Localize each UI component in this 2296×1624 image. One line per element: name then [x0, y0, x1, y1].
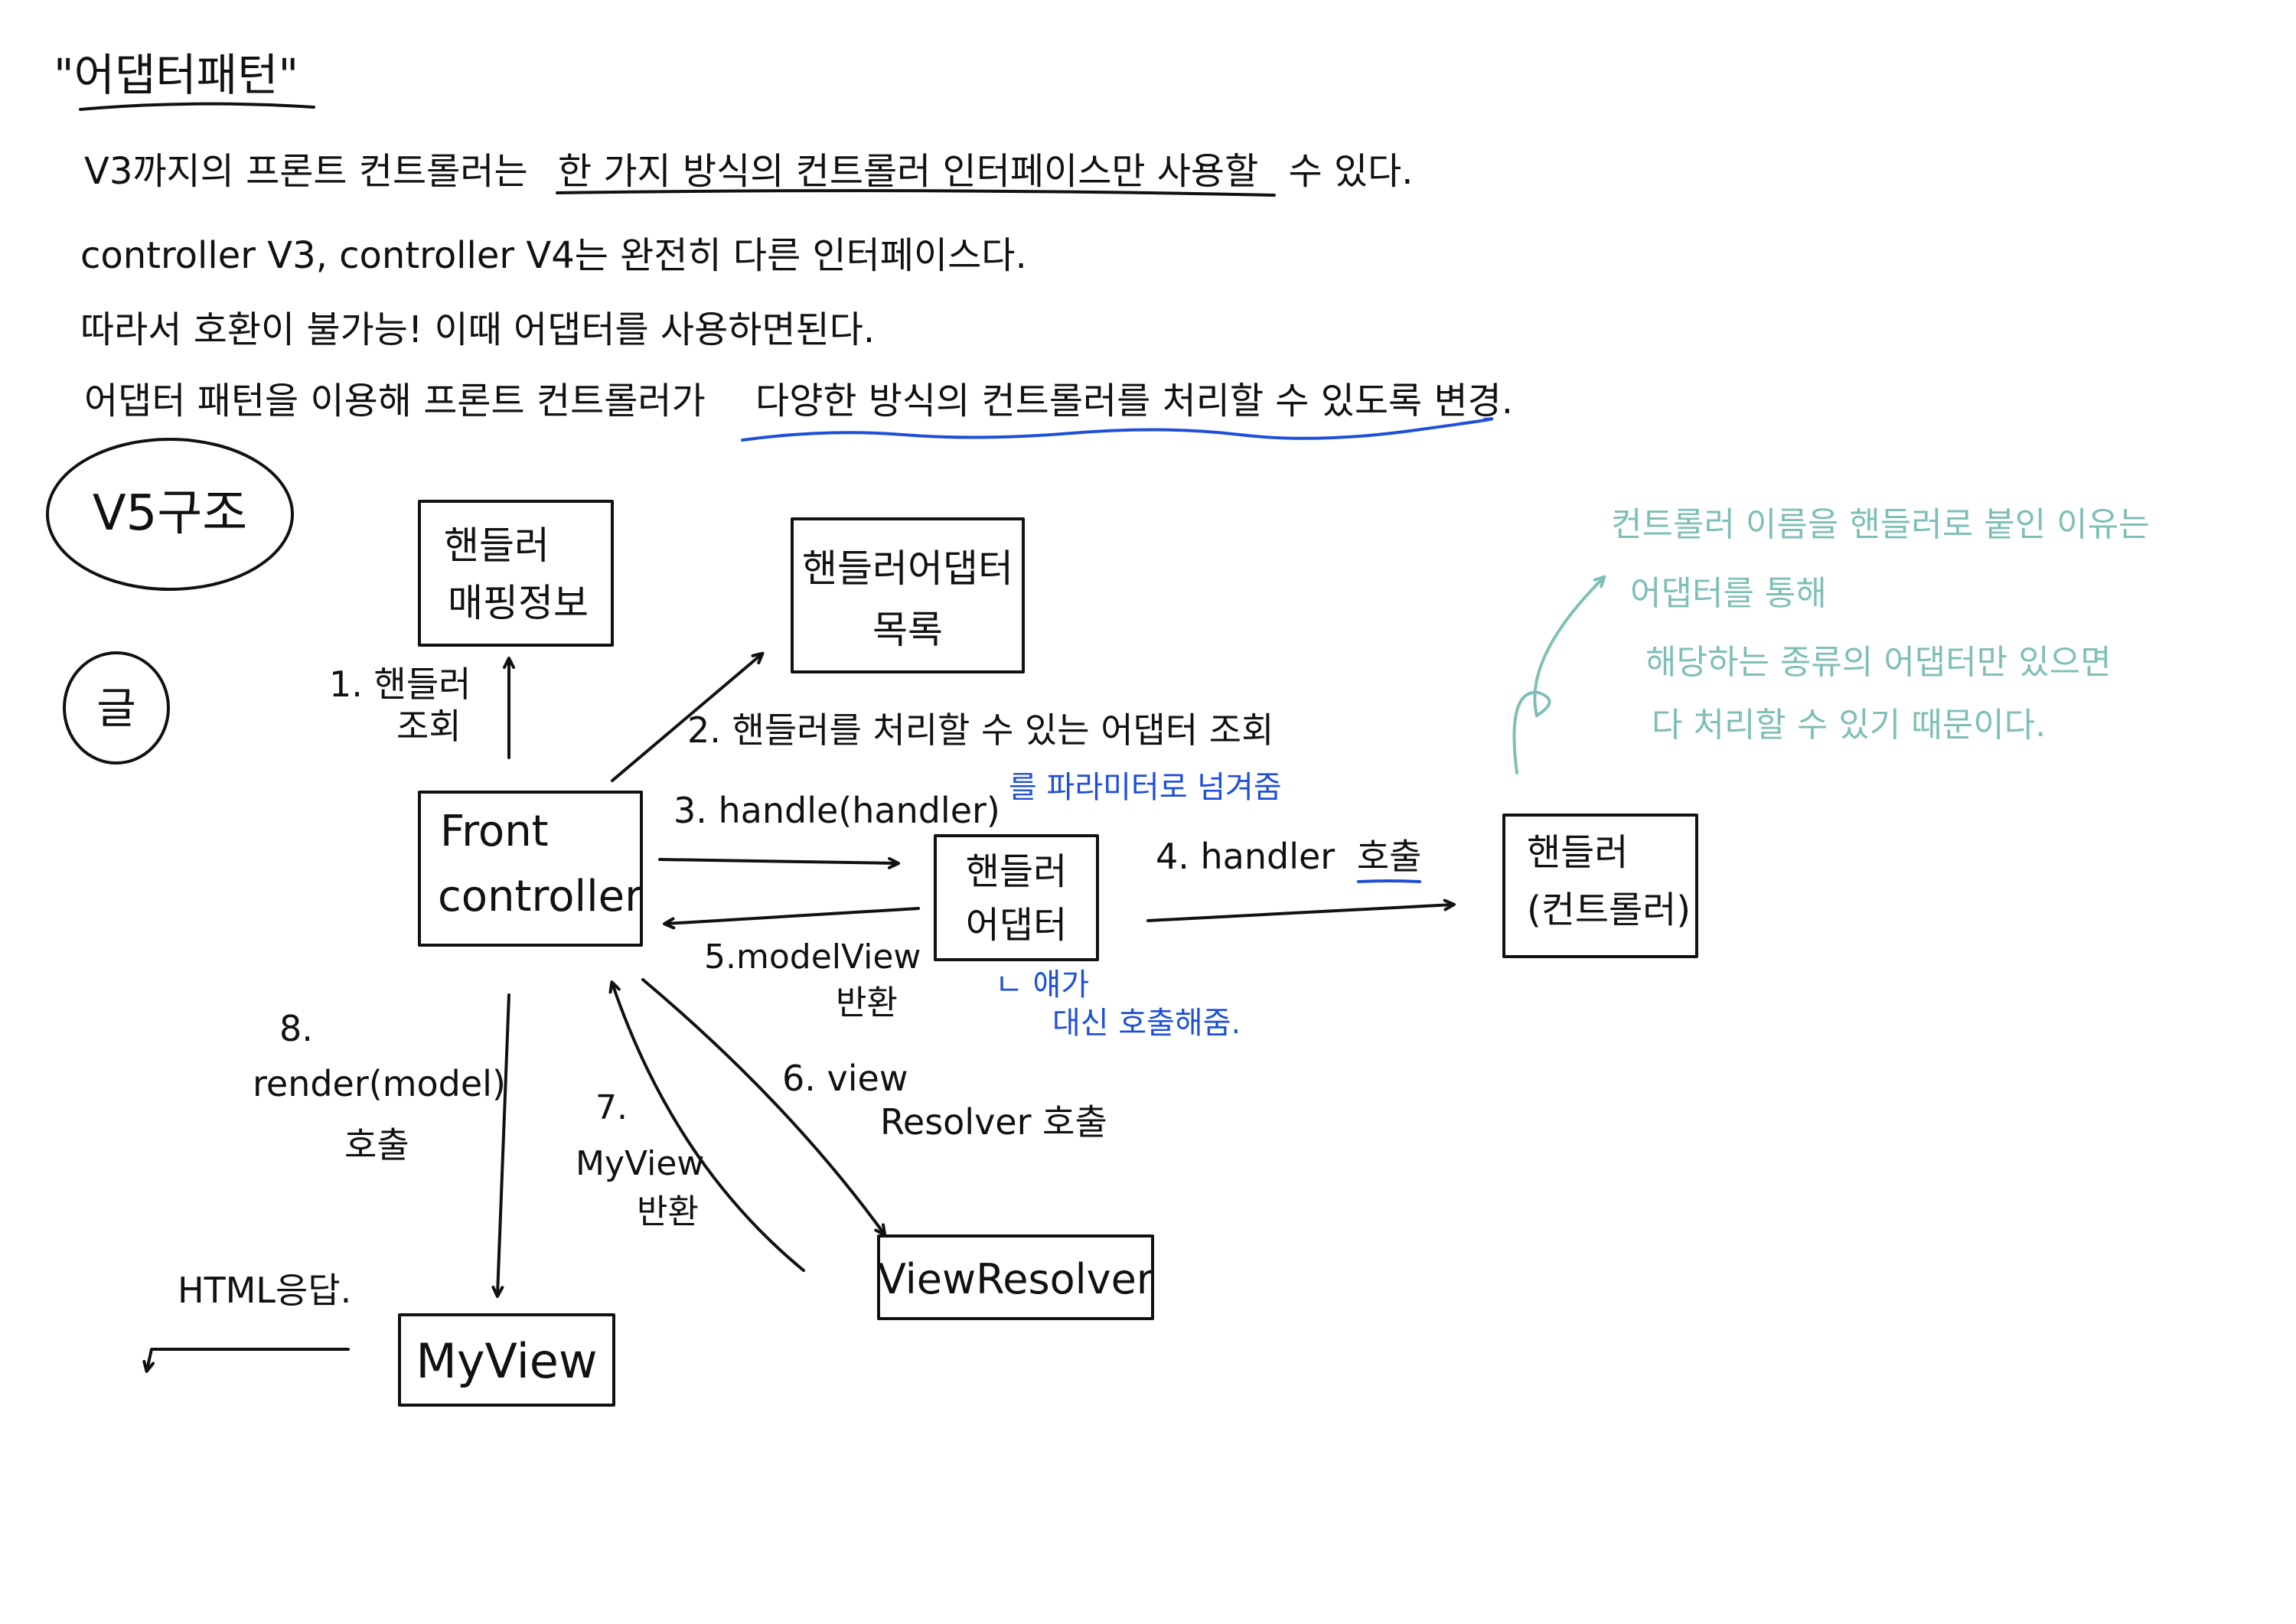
arrow-step5 [663, 907, 920, 930]
step7-line3: 반환 [637, 1192, 699, 1231]
arrows [142, 651, 1456, 1373]
handler-rect [1502, 814, 1698, 958]
handler-mapping-box: 핸들러 매핑정보 [418, 500, 614, 647]
small-circle [63, 651, 170, 765]
svg-text:4. handler 호출: 4. handler 호출 [1156, 836, 1421, 877]
step4-call-underline [1357, 879, 1421, 883]
front-controller-box: Front controller [418, 791, 643, 947]
handler-mapping-rect [418, 500, 614, 647]
step7-line2: MyView [576, 1144, 704, 1183]
step5-line1: 5.modelView [704, 938, 921, 977]
small-circle-note: 글 [63, 651, 170, 765]
side-note-line3: 해당하는 종류의 어댑터만 있으면 [1645, 643, 2112, 682]
handler-mapping-line1: 핸들러 [444, 523, 550, 568]
myview-text: MyView [416, 1333, 597, 1389]
intro-line4-underline [741, 417, 1494, 442]
adapter-note-line2: 대신 호출해줌. [1052, 1006, 1241, 1041]
handler-line2: (컨트롤러) [1527, 889, 1691, 931]
html-response-label: HTML응답. [178, 1270, 351, 1311]
handler-adapter-box: 핸들러 어댑터 [934, 834, 1099, 961]
intro-line1-pre: V3까지의 프론트 컨트롤러는 [84, 150, 528, 193]
side-note-arrow [1512, 575, 1606, 774]
side-note-line2: 어댑터를 통해 [1630, 574, 1827, 613]
step3-label: 3. handle(handler) [673, 790, 1000, 831]
step1-line2: 조회 [396, 706, 461, 747]
adapter-list-line2: 목록 [872, 608, 943, 652]
front-controller-rect [418, 791, 643, 947]
front-controller-line1: Front [440, 807, 549, 856]
side-note-line1: 컨트롤러 이름을 핸들러로 붙인 이유는 [1611, 505, 2150, 544]
handler-line1: 핸들러 [1527, 831, 1628, 874]
adapter-list-rect [791, 517, 1025, 673]
intro-line2: controller V3, controller V4는 완전히 다른 인터페… [80, 234, 1027, 277]
intro-line3: 따라서 호환이 불가능! 이때 어댑터를 사용하면된다. [80, 308, 875, 351]
step2-label: 2. 핸들러를 처리할 수 있는 어댑터 조회 [687, 709, 1274, 751]
side-note-line4: 다 처리할 수 있기 때문이다. [1652, 706, 2046, 745]
title-underline [79, 102, 315, 111]
view-resolver-rect [877, 1234, 1154, 1320]
step8-line1: 8. [279, 1008, 313, 1049]
step6-line1: 6. view [782, 1058, 908, 1099]
handler-box: 핸들러 (컨트롤러) [1502, 814, 1698, 958]
handler-mapping-line2: 매핑정보 [448, 581, 589, 625]
view-resolver-box: ViewResolver [877, 1234, 1154, 1320]
step8-line3: 호출 [344, 1124, 409, 1166]
arrow-step4 [1146, 898, 1456, 922]
step4-label: 4. handler [1156, 836, 1335, 877]
step3-note: 를 파라미터로 넘겨줌 [1009, 770, 1282, 805]
svg-text:어댑터 패턴을 이용해 프론트 컨트롤러가 다양: 어댑터 패턴을 이용해 프론트 컨트롤러가 다양한 방식의 컨트롤러를 처리할 … [84, 380, 1513, 422]
step4-call: 호출 [1357, 836, 1422, 877]
adapter-list-line1: 핸들러어댑터 [802, 546, 1013, 591]
v5-structure-label: V5구조 [46, 438, 294, 591]
adapter-list-box: 핸들러어댑터 목록 [791, 517, 1025, 673]
step1-line1: 1. 핸들러 [329, 664, 471, 705]
side-note: 컨트롤러 이름을 핸들러로 붙인 이유는 어댑터를 통해 해당하는 종류의 어댑… [1512, 505, 2150, 774]
intro-line4-highlight: 다양한 방식의 컨트롤러를 처리할 수 있도록 변경. [755, 380, 1513, 422]
arrow-step8 [491, 993, 510, 1298]
adapter-note-line1: ㄴ 얘가 [995, 967, 1089, 1003]
svg-text:V3까지의 프론트 컨트롤러는 한 가지 방식의: V3까지의 프론트 컨트롤러는 한 가지 방식의 컨트롤러 인터페이스만 사용할… [84, 150, 1414, 193]
front-controller-line2: controller [438, 872, 643, 921]
handler-adapter-rect [934, 834, 1099, 961]
intro-line1-highlight: 한 가지 방식의 컨트롤러 인터페이스만 사용할 [558, 150, 1258, 193]
handler-adapter-line2: 어댑터 [966, 904, 1067, 947]
intro-line1-underline [556, 189, 1276, 197]
arrow-step3 [658, 856, 900, 869]
step7-line1: 7. [595, 1088, 628, 1127]
intro-line4-pre: 어댑터 패턴을 이용해 프론트 컨트롤러가 [84, 380, 706, 422]
arrow-step6 [641, 978, 887, 1237]
arrow-step7 [608, 980, 805, 1272]
arrow-step2 [611, 651, 765, 782]
v5-circle [46, 438, 294, 591]
small-circle-text: 글 [96, 684, 136, 734]
step6-line2: Resolver 호출 [880, 1101, 1107, 1143]
myview-rect [398, 1313, 615, 1407]
step-labels: 1. 핸들러 조회 2. 핸들러를 처리할 수 있는 어댑터 조회 3. han… [178, 664, 1421, 1311]
handler-adapter-line1: 핸들러 [966, 850, 1067, 893]
step5-line2: 반환 [836, 983, 898, 1022]
intro-text: V3까지의 프론트 컨트롤러는 한 가지 방식의 컨트롤러 인터페이스만 사용할… [80, 150, 1513, 442]
step8-line2: render(model) [253, 1063, 506, 1104]
myview-box: MyView [398, 1313, 615, 1407]
v5-label-text: V5구조 [93, 485, 247, 542]
arrow-html-response [142, 1348, 350, 1373]
intro-line1-post: 수 있다. [1289, 150, 1414, 193]
view-resolver-text: ViewResolver [878, 1255, 1154, 1303]
title: "어댑터패턴" [54, 49, 315, 111]
title-text: "어댑터패턴" [54, 49, 298, 101]
